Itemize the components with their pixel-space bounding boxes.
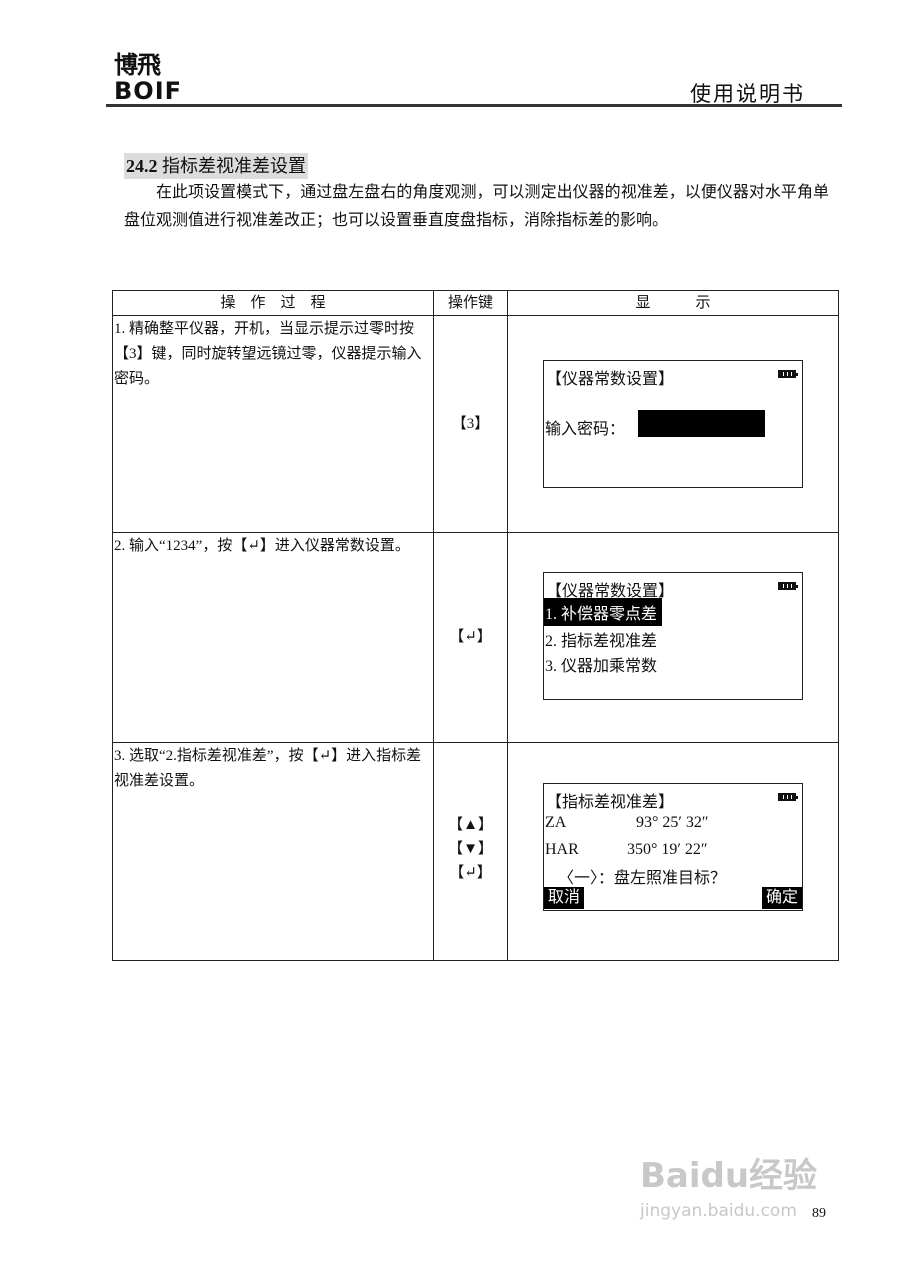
menu-item[interactable]: 3. 仪器加乘常数: [545, 658, 658, 675]
header-title: 使用说明书: [690, 82, 805, 106]
key-up: 【▲】: [448, 817, 493, 833]
page-number: 89: [812, 1206, 826, 1221]
key-label: 【↵】: [449, 629, 492, 645]
table-row: 2. 输入“1234”，按【↵】进入仪器常数设置。 【↵】 【仪器常数设置】 1…: [112, 532, 839, 743]
battery-icon: [778, 370, 798, 378]
watermark-brand: Baidu经验: [640, 1156, 818, 1196]
step-text: 1. 精确整平仪器，开机，当显示提示过零时按【3】键，同时旋转望远镜过零，仪器提…: [114, 321, 422, 387]
section-paragraph: 在此项设置模式下，通过盘左盘右的角度观测，可以测定出仪器的视准差，以便仪器对水平…: [124, 184, 829, 229]
key-enter: 【↵】: [449, 865, 492, 881]
step-text: 2. 输入“1234”，按【↵】进入仪器常数设置。: [114, 538, 410, 554]
watermark: Baidu经验 jingyan.baidu.com: [640, 1148, 817, 1221]
menu-item-selected[interactable]: 1. 补偿器零点差: [544, 598, 663, 626]
display-screen: 【指标差视准差】 ZA 93° 25′ 32″ HAR 350° 19′ 22″…: [543, 783, 803, 911]
screen-title: 【仪器常数设置】: [546, 371, 675, 388]
watermark-url: jingyan.baidu.com: [640, 1201, 797, 1221]
battery-icon: [778, 793, 798, 801]
password-input[interactable]: [638, 410, 765, 437]
screen-title: 【仪器常数设置】: [546, 583, 675, 600]
password-label: 输入密码：: [545, 421, 626, 438]
prompt-text: 〈一〉：盘左照准目标？: [558, 870, 727, 887]
za-label: ZA: [545, 814, 567, 831]
menu-item[interactable]: 2. 指标差视准差: [545, 633, 658, 650]
header-procedure: 操 作 过 程: [112, 290, 434, 316]
confirm-softkey[interactable]: 确定: [761, 887, 802, 909]
display-screen: 【仪器常数设置】 1. 补偿器零点差 2. 指标差视准差 3. 仪器加乘常数: [543, 572, 803, 700]
header-rule: [106, 104, 842, 107]
table-header-row: 操 作 过 程 操作键 显 示: [112, 290, 839, 316]
table-row: 3. 选取“2.指标差视准差”，按【↵】进入指标差视准差设置。 【▲】 【▼】 …: [112, 742, 839, 961]
procedure-table: 操 作 过 程 操作键 显 示 1. 精确整平仪器，开机，当显示提示过零时按【3…: [112, 290, 839, 961]
step-text: 3. 选取“2.指标差视准差”，按【↵】进入指标差视准差设置。: [114, 748, 422, 789]
section-title: 指标差视准差设置: [162, 156, 306, 176]
har-value: 350° 19′ 22″: [627, 841, 708, 858]
display-screen: 【仪器常数设置】 输入密码：: [543, 360, 803, 488]
har-label: HAR: [545, 841, 579, 858]
section-heading: 24.2 指标差视准差设置: [124, 153, 308, 179]
header-keys: 操作键: [433, 290, 508, 316]
screen-title: 【指标差视准差】: [546, 794, 675, 811]
header-display: 显 示: [507, 290, 839, 316]
key-down: 【▼】: [448, 841, 493, 857]
battery-icon: [778, 582, 798, 590]
section-number: 24.2: [126, 156, 158, 176]
logo-chinese: 博飛: [114, 51, 161, 79]
cancel-softkey[interactable]: 取消: [544, 887, 585, 909]
key-label: 【3】: [451, 416, 490, 432]
za-value: 93° 25′ 32″: [636, 814, 709, 831]
logo-boif: BOIF: [114, 77, 183, 105]
table-row: 1. 精确整平仪器，开机，当显示提示过零时按【3】键，同时旋转望远镜过零，仪器提…: [112, 315, 839, 533]
